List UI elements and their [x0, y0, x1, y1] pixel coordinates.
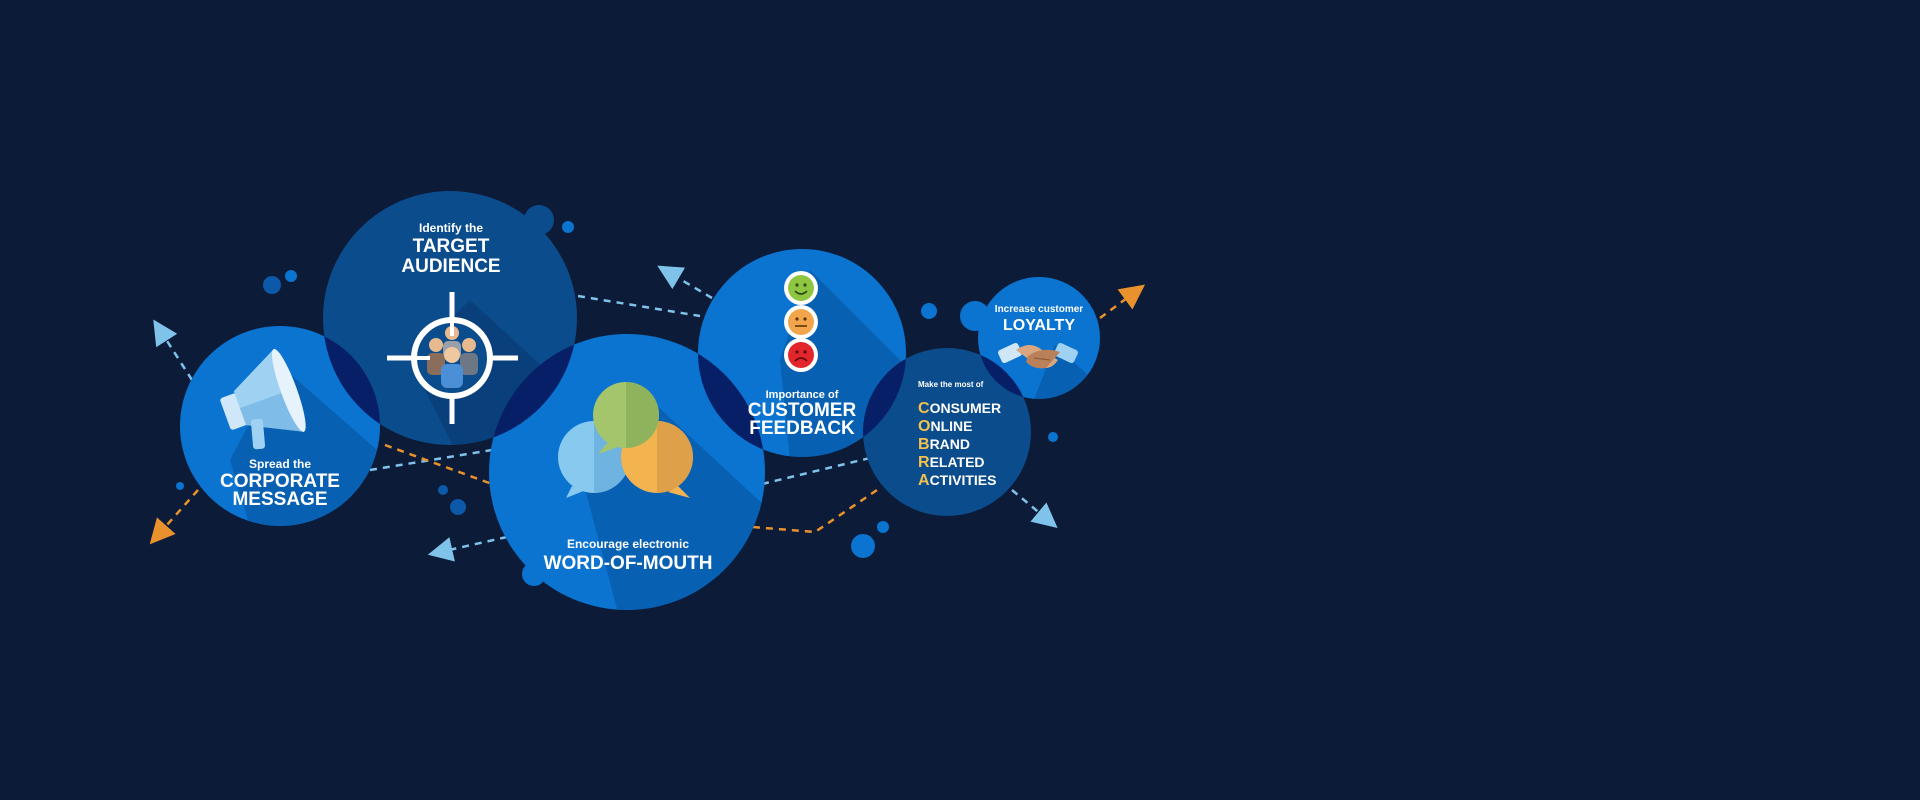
connector-line — [1011, 489, 1058, 529]
handshake-icon — [998, 342, 1078, 369]
connector-line — [657, 265, 713, 300]
connector-line — [149, 489, 199, 545]
label-corporate-message: Spread the CORPORATE MESSAGE — [220, 457, 340, 510]
acronym-line: BRAND — [918, 436, 970, 453]
label-loyalty: Increase customer LOYALTY — [995, 304, 1083, 334]
label-small: Encourage electronic — [567, 537, 689, 551]
acronym-line: ACTIVITIES — [918, 472, 996, 489]
decorative-dots — [176, 205, 1058, 586]
label-big: TARGET — [413, 236, 490, 257]
label-small: Importance of — [766, 389, 839, 401]
smiley-faces-icon — [784, 271, 818, 372]
label-cobra: Make the most of CONSUMER ONLINE BRAND R… — [918, 380, 1001, 489]
acronym-line: CONSUMER — [918, 400, 1001, 417]
connector-line — [427, 535, 508, 562]
connector-line — [1099, 284, 1146, 320]
megaphone-icon — [220, 348, 306, 450]
acronym-line: RELATED — [918, 454, 985, 471]
label-big: LOYALTY — [1003, 317, 1075, 334]
label-small: Identify the — [419, 221, 483, 235]
connector-line — [384, 443, 493, 486]
label-small: Spread the — [249, 457, 311, 471]
acronym-line: ONLINE — [918, 418, 972, 435]
label-customer-feedback: Importance of CUSTOMER FEEDBACK — [748, 389, 857, 439]
label-big: CUSTOMER — [748, 400, 857, 421]
label-small: Make the most of — [918, 380, 984, 389]
connector-line — [153, 319, 194, 381]
circle-loyalty — [978, 277, 1100, 399]
label-big: MESSAGE — [232, 489, 327, 510]
crosshair-people-icon — [387, 292, 518, 424]
connector-lines — [149, 265, 1146, 562]
label-big: CORPORATE — [220, 471, 340, 492]
label-big: AUDIENCE — [401, 256, 500, 277]
speech-bubbles-icon — [558, 382, 693, 498]
label-small: Increase customer — [995, 304, 1083, 315]
circle-cobra — [863, 348, 1031, 516]
connector-line — [369, 448, 493, 472]
label-big: WORD-OF-MOUTH — [544, 553, 713, 574]
connector-line — [761, 456, 871, 486]
label-big: FEEDBACK — [749, 418, 855, 439]
label-word-of-mouth: Encourage electronic WORD-OF-MOUTH — [544, 537, 713, 574]
label-target-audience: Identify the TARGET AUDIENCE — [401, 221, 500, 277]
connector-line — [577, 294, 701, 318]
